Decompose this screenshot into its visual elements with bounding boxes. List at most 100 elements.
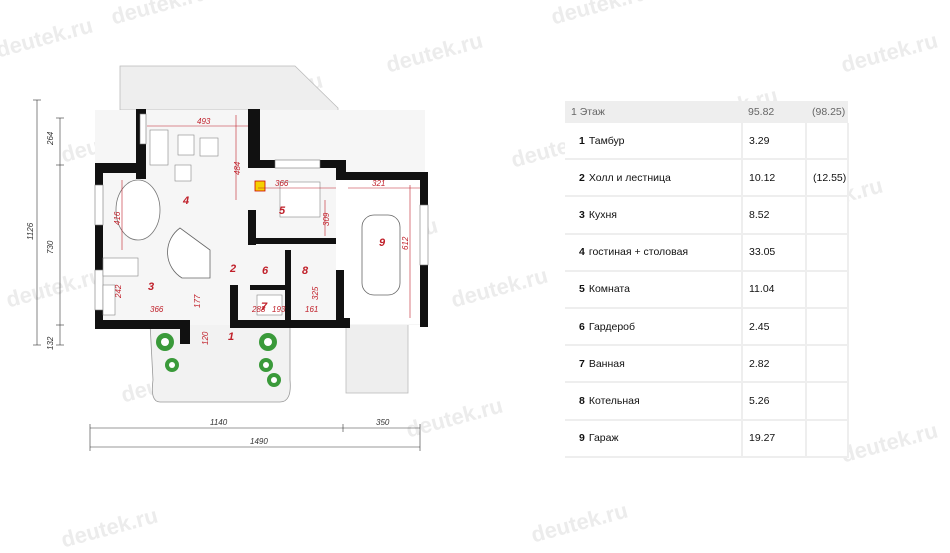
armchair <box>177 134 195 156</box>
room-dimension: 321 <box>372 179 385 188</box>
room-area-extra <box>805 270 849 309</box>
room-dimension: 366 <box>275 179 289 188</box>
room-area: 11.04 <box>741 270 806 309</box>
room-area-extra <box>805 419 849 458</box>
room-number: 8 <box>579 394 585 407</box>
room-number: 2 <box>229 263 236 275</box>
room-area-extra <box>805 345 849 384</box>
room-area: 8.52 <box>741 196 806 235</box>
sofa <box>149 129 169 166</box>
total-area-extra: (98.25) <box>806 101 848 123</box>
watermark: deutek.ru <box>838 27 941 78</box>
room-name: Тамбур <box>588 134 625 147</box>
dimension-label: 1490 <box>250 437 268 446</box>
table-header: 1 Этаж 95.82 (98.25) <box>565 101 848 123</box>
fireplace-icon <box>254 180 266 192</box>
room-area-extra <box>805 123 849 161</box>
staircase <box>167 227 211 279</box>
room-number: 7 <box>261 301 268 313</box>
car-icon <box>361 214 401 296</box>
room-dimension: 416 <box>113 211 122 225</box>
dimension-label: 350 <box>376 418 390 427</box>
room-number: 9 <box>379 237 386 249</box>
stove <box>102 284 116 316</box>
room-area: 10.12 <box>741 159 806 198</box>
room-dimension: 612 <box>401 236 410 250</box>
armchair <box>199 137 219 157</box>
room-number: 9 <box>579 432 585 445</box>
room-name: Ванная <box>588 357 625 370</box>
room-dimension: 242 <box>114 284 123 299</box>
room-area: 3.29 <box>741 123 806 161</box>
room-name: Кухня <box>588 208 617 221</box>
room-dimension: 193 <box>272 305 286 314</box>
dimension-label: 730 <box>46 240 55 254</box>
room-dimension: 309 <box>322 212 331 226</box>
floor-plan: 1 2 3 4 5 6 7 8 9 493 484 366 321 416 30… <box>26 65 429 451</box>
room-number: 2 <box>579 171 585 184</box>
dimension-label: 1126 <box>26 222 35 240</box>
room-area: 2.82 <box>741 345 806 384</box>
room-dimension-lines <box>121 115 420 318</box>
room-area-extra <box>805 382 849 421</box>
room-area-extra <box>805 233 849 272</box>
room-number: 6 <box>262 265 269 277</box>
room-number: 4 <box>579 246 585 259</box>
plant-icon <box>259 333 281 387</box>
room-area: 5.26 <box>741 382 806 421</box>
room-name: Холл и лестница <box>588 171 671 184</box>
room-area: 19.27 <box>741 419 806 458</box>
room-dimension: 325 <box>311 286 320 300</box>
room-number: 1 <box>228 331 234 343</box>
room-area-extra <box>805 307 849 347</box>
plant-icon <box>156 333 179 372</box>
room-area-extra <box>805 196 849 235</box>
watermark: deutek.ru <box>548 0 651 30</box>
room-number: 7 <box>579 357 585 370</box>
room-dimension: 288 <box>251 305 266 314</box>
room-area: 33.05 <box>741 233 806 272</box>
room-dimension: 366 <box>150 305 164 314</box>
room-dimension: 177 <box>193 294 202 308</box>
kitchen-counter <box>102 257 139 277</box>
dimension-label: 264 <box>46 131 55 146</box>
room-dimension: 120 <box>201 331 210 345</box>
room-number: 3 <box>148 281 154 293</box>
dimension-label: 132 <box>46 336 55 350</box>
room-dimension: 484 <box>233 161 242 175</box>
room-number: 1 <box>579 134 585 147</box>
bathtub <box>256 294 283 316</box>
armchair <box>174 164 192 182</box>
room-number: 3 <box>579 208 585 221</box>
left-dimension-lines <box>33 99 64 346</box>
room-number: 8 <box>302 265 309 277</box>
driveway <box>345 317 409 394</box>
room-name: Гараж <box>588 432 619 445</box>
room-number: 4 <box>182 195 189 207</box>
room-name: Комната <box>588 283 630 296</box>
windows <box>94 113 429 311</box>
room-area-extra: (12.55) <box>805 159 849 198</box>
bottom-dimension-lines <box>89 424 421 451</box>
room-dimension: 493 <box>197 117 211 126</box>
room-name: Котельная <box>588 394 640 407</box>
room-number: 5 <box>279 205 286 217</box>
dimension-label: 1140 <box>210 418 228 427</box>
room-name: Гардероб <box>588 320 636 333</box>
dining-table <box>115 179 161 241</box>
room-name: гостиная + столовая <box>588 246 689 259</box>
room-area: 2.45 <box>741 307 806 347</box>
room-dimension: 161 <box>305 305 318 314</box>
watermark: deutek.ru <box>838 417 941 468</box>
room-number: 5 <box>579 283 585 296</box>
